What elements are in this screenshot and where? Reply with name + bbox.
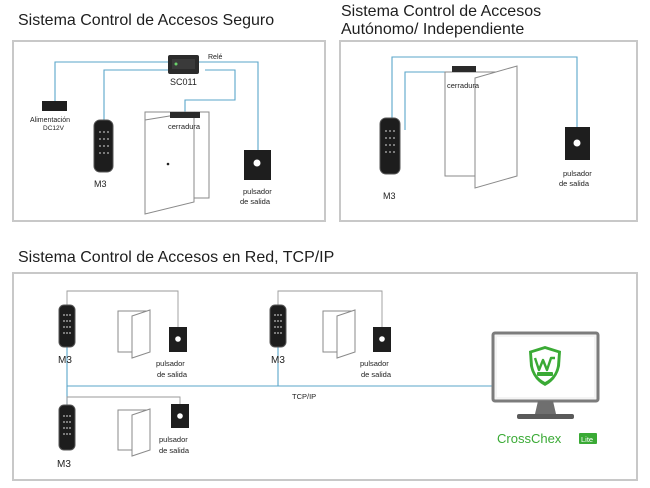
power-label-1: Alimentación xyxy=(30,117,70,124)
m3-reader-icon xyxy=(93,119,114,173)
controller-label: SC011 xyxy=(170,77,197,87)
unit3-exit-label-1: pulsador xyxy=(159,435,188,444)
reader-label: M3 xyxy=(94,179,107,189)
door-icon xyxy=(144,111,210,215)
power-wire xyxy=(54,61,168,101)
unit1-reader-label: M3 xyxy=(58,355,72,366)
software-badge: Lite xyxy=(581,435,593,444)
lock-wire xyxy=(184,69,236,112)
exit-label-1: pulsador xyxy=(243,187,272,196)
network-unit-1 xyxy=(58,290,187,359)
standalone-reader-label: M3 xyxy=(383,191,396,201)
standalone-m3-reader-icon xyxy=(379,117,401,175)
standalone-title-line1: Sistema Control de Accesos xyxy=(341,3,541,20)
crosschex-shield-icon xyxy=(529,346,561,386)
power-supply-icon xyxy=(42,101,67,111)
unit3-m3-reader-icon xyxy=(58,404,76,451)
standalone-exit-wire xyxy=(391,56,578,127)
standalone-exit-label-2: de salida xyxy=(559,179,590,188)
standalone-exit-button-icon xyxy=(565,127,590,160)
network-title: Sistema Control de Accesos en Red, TCP/I… xyxy=(18,249,334,266)
unit2-exit-label-2: de salida xyxy=(361,370,392,379)
unit1-exit-button-icon xyxy=(169,327,187,352)
standalone-door-icon xyxy=(444,65,518,189)
exit-wire xyxy=(198,61,259,150)
software-badge-bg xyxy=(579,433,597,444)
network-unit-3 xyxy=(58,396,189,457)
unit2-exit-button-icon xyxy=(373,327,391,352)
controller-sc011 xyxy=(168,55,199,74)
standalone-lock-wire xyxy=(404,71,463,130)
power-label-2: DC12V xyxy=(43,125,65,132)
unit1-m3-reader-icon xyxy=(58,304,76,348)
standalone-lock-icon xyxy=(452,66,476,72)
lock-label: cerradura xyxy=(168,122,201,131)
network-label: TCP/IP xyxy=(292,392,316,401)
unit2-exit-label-1: pulsador xyxy=(360,359,389,368)
software-name: CrossChex xyxy=(497,431,562,446)
standalone-title-line2: Autónomo/ Independiente xyxy=(341,21,524,38)
unit2-m3-reader-icon xyxy=(269,304,287,348)
exit-label-2: de salida xyxy=(240,197,271,206)
lock-icon xyxy=(170,112,200,118)
secure-title: Sistema Control de Accesos Seguro xyxy=(18,12,274,29)
unit2-reader-label: M3 xyxy=(271,355,285,366)
unit1-exit-label-2: de salida xyxy=(157,370,188,379)
standalone-lock-label: cerradura xyxy=(447,81,480,90)
exit-button-icon xyxy=(244,150,271,180)
network-unit-2 xyxy=(269,290,391,359)
unit3-exit-label-2: de salida xyxy=(159,446,190,455)
unit1-exit-label-1: pulsador xyxy=(156,359,185,368)
relay-label: Relé xyxy=(208,54,223,61)
unit3-exit-button-icon xyxy=(171,404,189,428)
reader-wire xyxy=(103,69,168,120)
unit3-reader-label: M3 xyxy=(57,459,71,470)
standalone-exit-label-1: pulsador xyxy=(563,169,592,178)
